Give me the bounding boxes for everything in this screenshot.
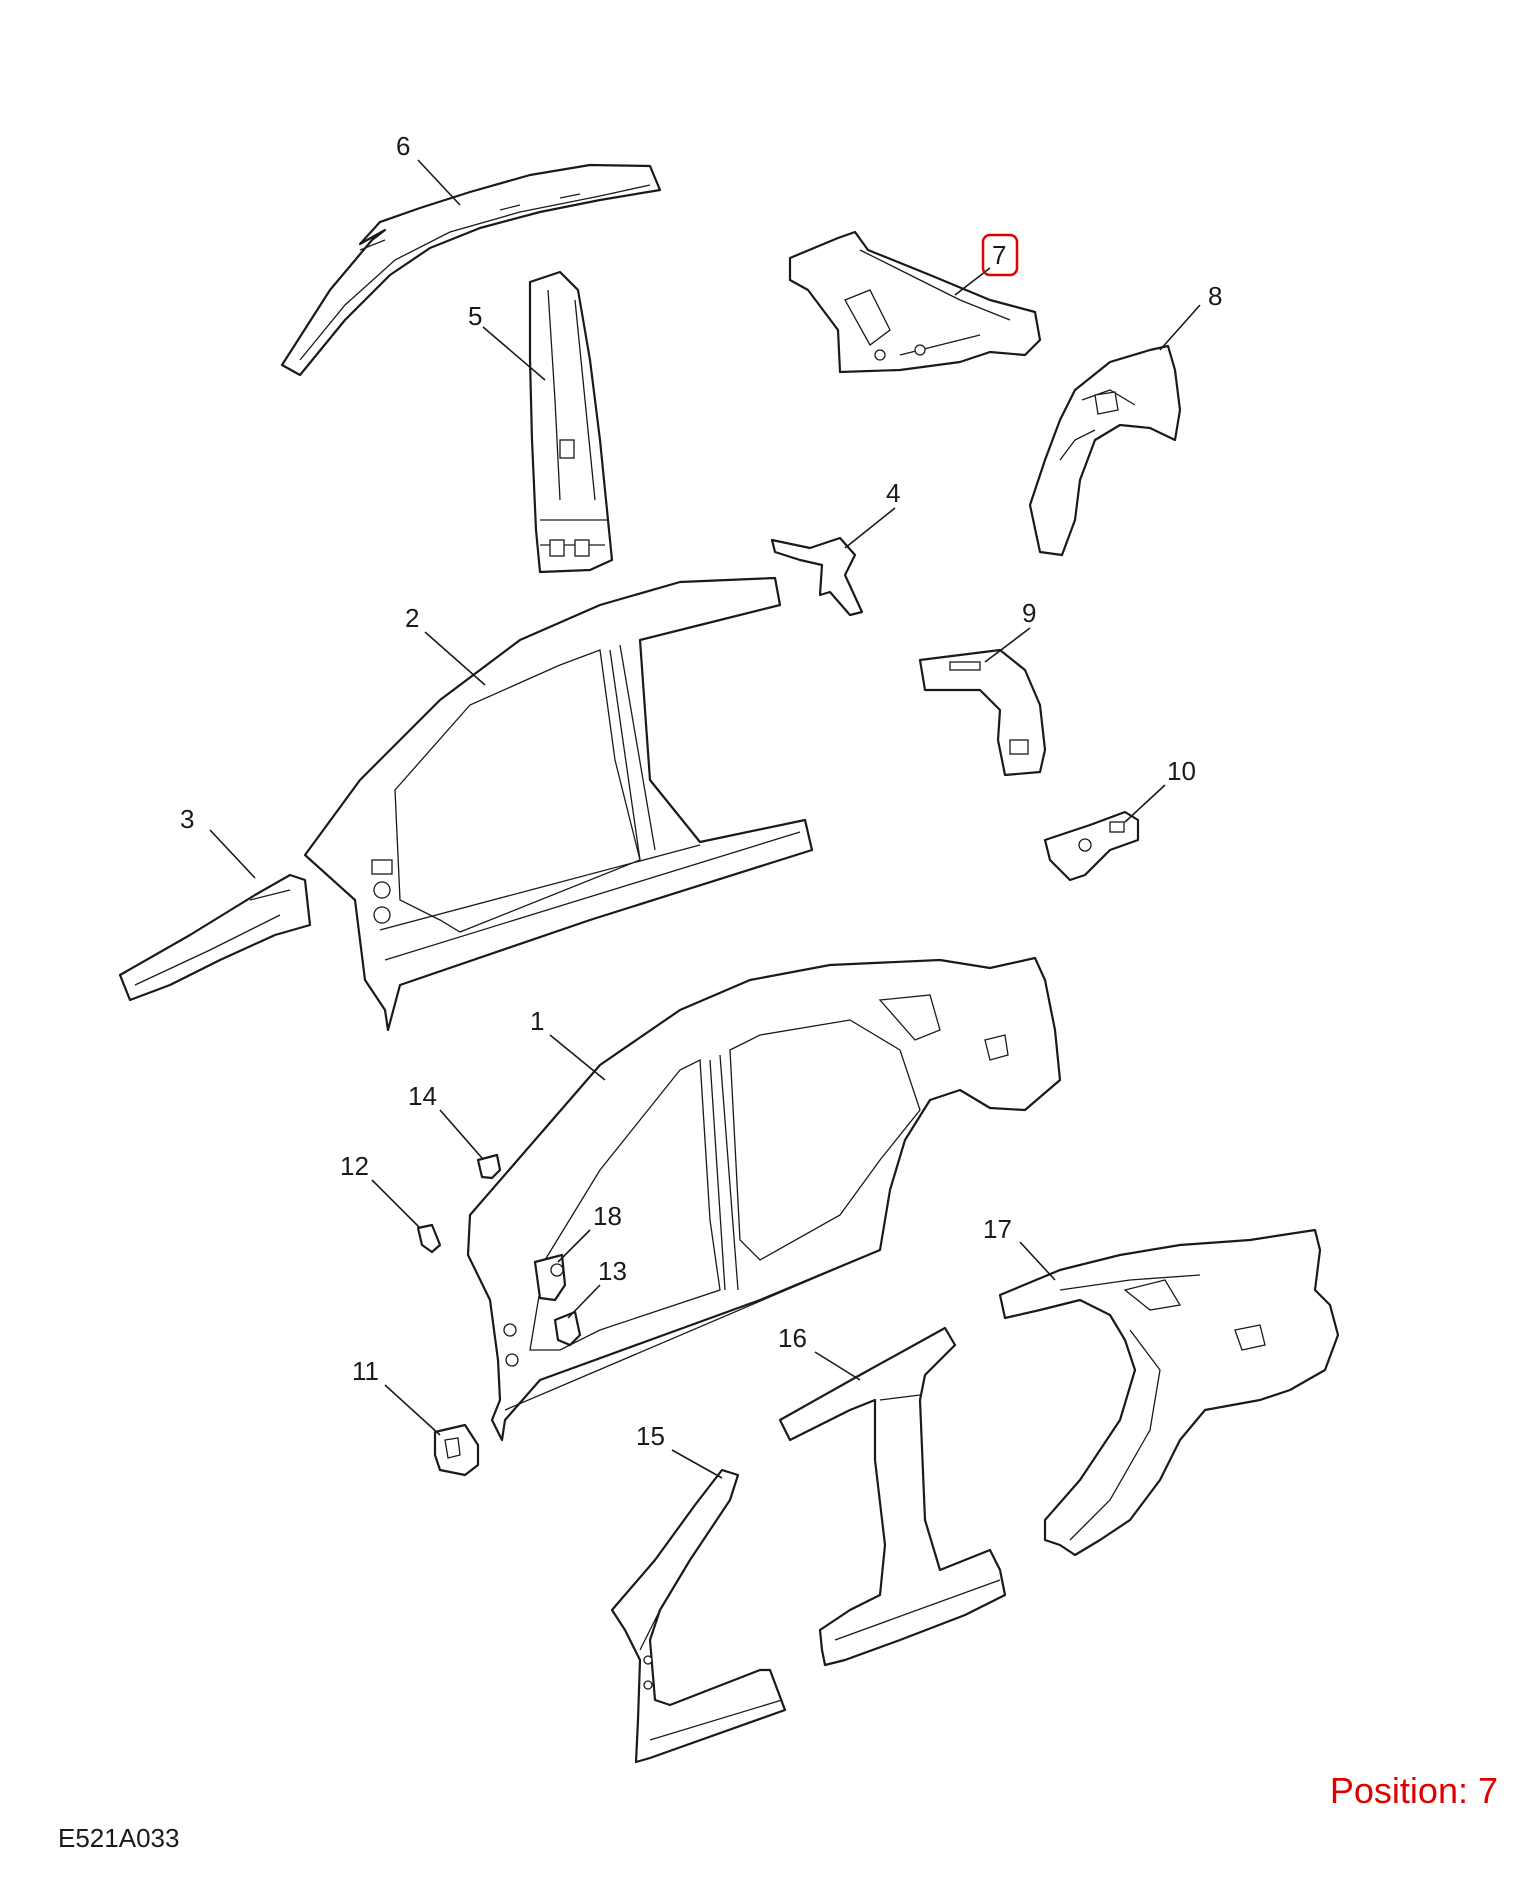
leader-8: [1159, 304, 1201, 351]
callout-5: 5: [468, 301, 482, 331]
callout-13: 13: [598, 1256, 627, 1286]
leader-5: [482, 326, 546, 381]
part-10-reinforcement[interactable]: [1043, 810, 1140, 882]
callout-4: 4: [886, 478, 900, 508]
callout-1: 1: [530, 1006, 544, 1036]
leader-lines: [209, 159, 1201, 1479]
leader-16: [814, 1351, 861, 1381]
callout-labels: 6 5 7 8 4 2 9 3 10 1 14 12 18 13 11 17 1…: [180, 131, 1222, 1451]
part-18-bracket[interactable]: [533, 1253, 567, 1302]
part-1-outer-body-side[interactable]: [466, 956, 1062, 1442]
callout-2: 2: [405, 603, 419, 633]
callout-12: 12: [340, 1151, 369, 1181]
part-3-a-pillar-lower[interactable]: [118, 873, 312, 1002]
callout-10: 10: [1167, 756, 1196, 786]
leader-9: [984, 627, 1031, 663]
part-7-quarter-inner[interactable]: [788, 230, 1042, 374]
part-8-wheelhouse[interactable]: [1028, 344, 1182, 557]
leader-3: [209, 829, 256, 879]
callout-14: 14: [408, 1081, 437, 1111]
part-9-bracket[interactable]: [918, 648, 1047, 777]
part-17-quarter-outer[interactable]: [998, 1228, 1340, 1557]
callout-18: 18: [593, 1201, 622, 1231]
part-2-inner-side-frame[interactable]: [303, 576, 814, 1032]
callout-8: 8: [1208, 281, 1222, 311]
callout-7-highlight-box: [981, 233, 1019, 277]
leader-6: [417, 159, 461, 206]
leader-4: [844, 507, 896, 549]
leader-13: [567, 1284, 601, 1319]
part-5-pillar-upper[interactable]: [528, 270, 614, 574]
part-11-bracket[interactable]: [433, 1423, 480, 1477]
leader-2: [424, 631, 486, 686]
leader-12: [371, 1179, 421, 1229]
leader-15: [671, 1449, 723, 1479]
diagram-code: E521A033: [58, 1823, 180, 1853]
part-14-clip[interactable]: [476, 1153, 502, 1180]
callout-6: 6: [396, 131, 410, 161]
callout-3: 3: [180, 804, 194, 834]
callout-9: 9: [1022, 598, 1036, 628]
callout-17: 17: [983, 1214, 1012, 1244]
leader-1: [549, 1034, 606, 1081]
callout-7: 7: [992, 240, 1006, 270]
callout-11: 11: [352, 1356, 379, 1386]
leader-18: [557, 1229, 591, 1263]
position-label: Position: 7: [1329, 1770, 1498, 1811]
part-16-b-pillar-outer[interactable]: [778, 1326, 1007, 1667]
part-6-roof-rail[interactable]: [280, 163, 662, 377]
callout-15: 15: [636, 1421, 665, 1451]
callout-16: 16: [778, 1323, 807, 1353]
leader-11: [384, 1384, 441, 1436]
part-12-bracket[interactable]: [416, 1223, 442, 1254]
part-4-bracket[interactable]: [770, 536, 864, 617]
leader-14: [439, 1109, 483, 1159]
part-15-pillar-rocker[interactable]: [610, 1468, 787, 1764]
leader-17: [1019, 1241, 1056, 1281]
leader-10: [1124, 784, 1166, 823]
